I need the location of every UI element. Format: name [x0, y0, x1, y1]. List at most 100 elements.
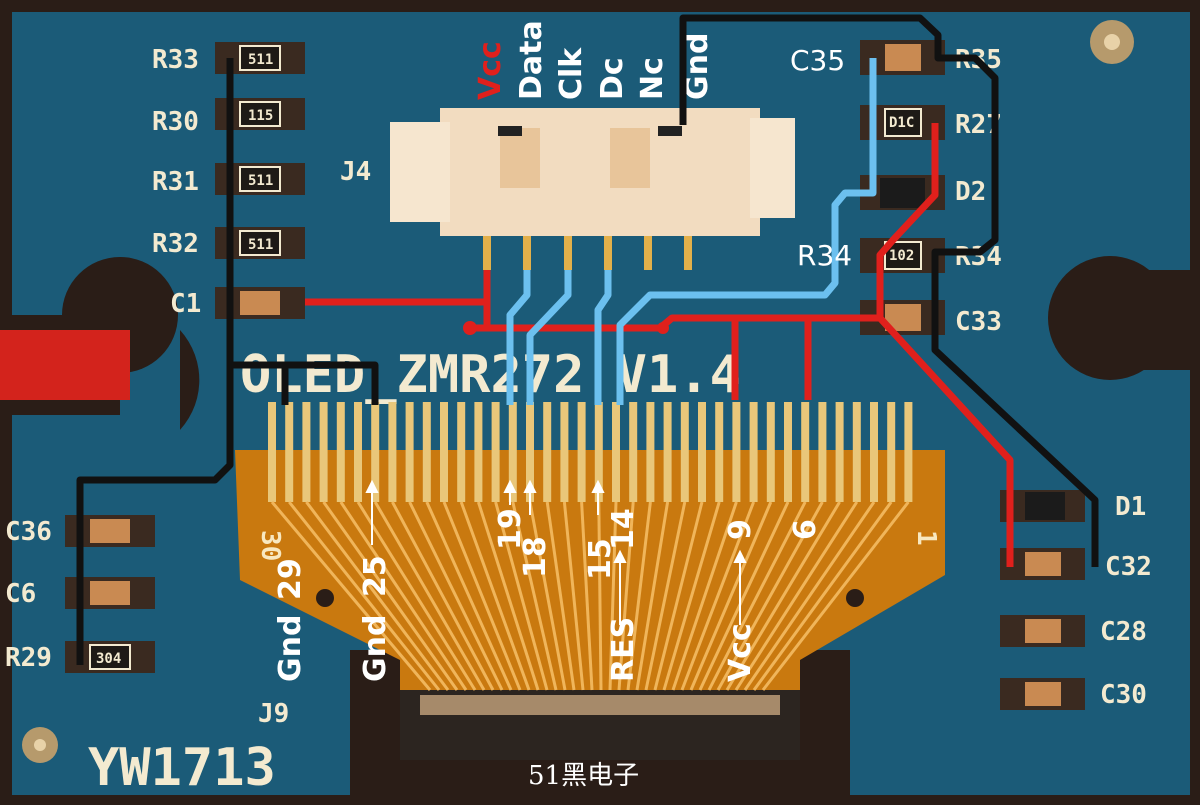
fpc-trace: [662, 501, 721, 691]
res-wire: [616, 58, 877, 405]
fpc-pad: [887, 402, 896, 502]
r27-marking: D1C: [889, 115, 914, 131]
fpc-pad: [870, 402, 878, 502]
flex-connector-contacts: [420, 695, 780, 715]
fpc-trace: [644, 501, 687, 691]
fpc-pad: [422, 402, 431, 502]
fpc-trace: [580, 501, 594, 691]
fpc-pad: [405, 402, 414, 502]
fpc-pad: [285, 402, 294, 502]
label-c35: C35: [790, 44, 845, 77]
mount-hole-center: [34, 739, 46, 751]
fpc-trace: [725, 501, 841, 691]
fpc-trace: [459, 501, 531, 691]
pin-29-number: 29: [273, 558, 308, 600]
fpc-trace: [617, 501, 635, 691]
fpc-trace: [734, 501, 859, 691]
pin-label-vcc: Vcc: [473, 41, 508, 100]
fpc-pad: [594, 402, 603, 502]
pin-6-number: 6: [788, 519, 823, 540]
fpc-pad: [646, 402, 655, 502]
r32-marking: 511: [248, 237, 273, 253]
fpc-trace: [635, 501, 670, 691]
label-r34: R34: [797, 239, 852, 272]
pin-29-name: Gnd: [273, 615, 308, 682]
label-c6: C6: [5, 579, 36, 609]
fpc-trace: [689, 501, 773, 691]
fpc-pad: [268, 402, 276, 502]
fpc-trace: [425, 501, 513, 691]
r29-marking: 304: [96, 651, 121, 667]
fpc-pads: [268, 402, 913, 691]
gnd-wire-left: [76, 58, 234, 665]
fpc-trace: [528, 501, 567, 691]
fpc-pad: [766, 402, 775, 502]
fpc-trace: [305, 501, 450, 691]
gnd-wire-left-branch: [230, 361, 379, 405]
pin-label-dc: Dc: [595, 57, 630, 100]
pin-label-nc: Nc: [635, 57, 670, 100]
fpc-trace: [608, 501, 618, 691]
vcc-wire-c32: [877, 315, 1014, 567]
r34-marking: 102: [889, 248, 914, 264]
label-d1: D1: [1115, 492, 1146, 522]
fpc-pad: [612, 402, 620, 502]
pin-label-data: Data: [514, 20, 549, 100]
fpc-pin-1-label: 1: [911, 530, 941, 546]
fpc-pad: [577, 402, 586, 502]
fpc-trace: [270, 501, 432, 691]
fpc-trace: [562, 501, 585, 691]
fpc-trace: [680, 501, 756, 691]
label-r29: R29: [5, 643, 52, 673]
connector-pins: [483, 236, 692, 270]
fpc-trace: [511, 501, 558, 691]
fpc-trace: [322, 501, 459, 691]
fpc-pin-30-label: 30: [255, 530, 285, 561]
fpc-trace: [698, 501, 790, 691]
fpc-trace: [494, 501, 549, 691]
data-wire: [506, 270, 531, 405]
fpc-trace: [339, 501, 468, 691]
fpc-trace: [653, 501, 704, 691]
bottom-right-components: [1000, 490, 1085, 710]
fpc-trace: [442, 501, 522, 691]
fpc-trace: [288, 501, 441, 691]
label-r30: R30: [152, 107, 199, 137]
fpc-pad: [835, 402, 844, 502]
pin-14-name: RES: [606, 617, 641, 682]
fpc-trace: [716, 501, 824, 691]
fpc-pad: [801, 402, 810, 502]
fpc-pad: [543, 402, 552, 502]
flex-hole-left: [316, 589, 334, 607]
flex-hole-right: [846, 589, 864, 607]
fpc-trace: [752, 501, 893, 691]
fpc-pad: [526, 402, 534, 502]
r30-marking: 115: [248, 108, 273, 124]
fpc-pad: [904, 402, 913, 502]
r31-marking: 511: [248, 173, 273, 189]
fpc-trace: [597, 501, 603, 691]
fpc-pad: [680, 402, 689, 502]
pin-9-name: Vcc: [723, 623, 758, 682]
pin-25-number: 25: [358, 555, 393, 597]
label-r33: R33: [152, 45, 199, 75]
pin-15-number: 15: [583, 538, 618, 580]
fpc-pad: [508, 402, 517, 502]
fpc-pad: [818, 402, 827, 502]
label-c32: C32: [1105, 552, 1152, 582]
fpc-pad: [474, 402, 483, 502]
fpc-trace: [476, 501, 540, 691]
pin-18-number: 18: [518, 536, 553, 578]
label-c30: C30: [1100, 680, 1147, 710]
fpc-trace: [391, 501, 495, 691]
fpc-trace: [356, 501, 477, 691]
fpc-pad: [732, 402, 741, 502]
label-c28: C28: [1100, 617, 1147, 647]
fpc-pad: [491, 402, 500, 502]
cutout-right-ext: [1110, 270, 1200, 370]
fpc-pad: [629, 402, 638, 502]
pin-25-name: Gnd: [358, 615, 393, 682]
fpc-pad: [698, 402, 706, 502]
vcc-wire-r27: [876, 123, 939, 318]
